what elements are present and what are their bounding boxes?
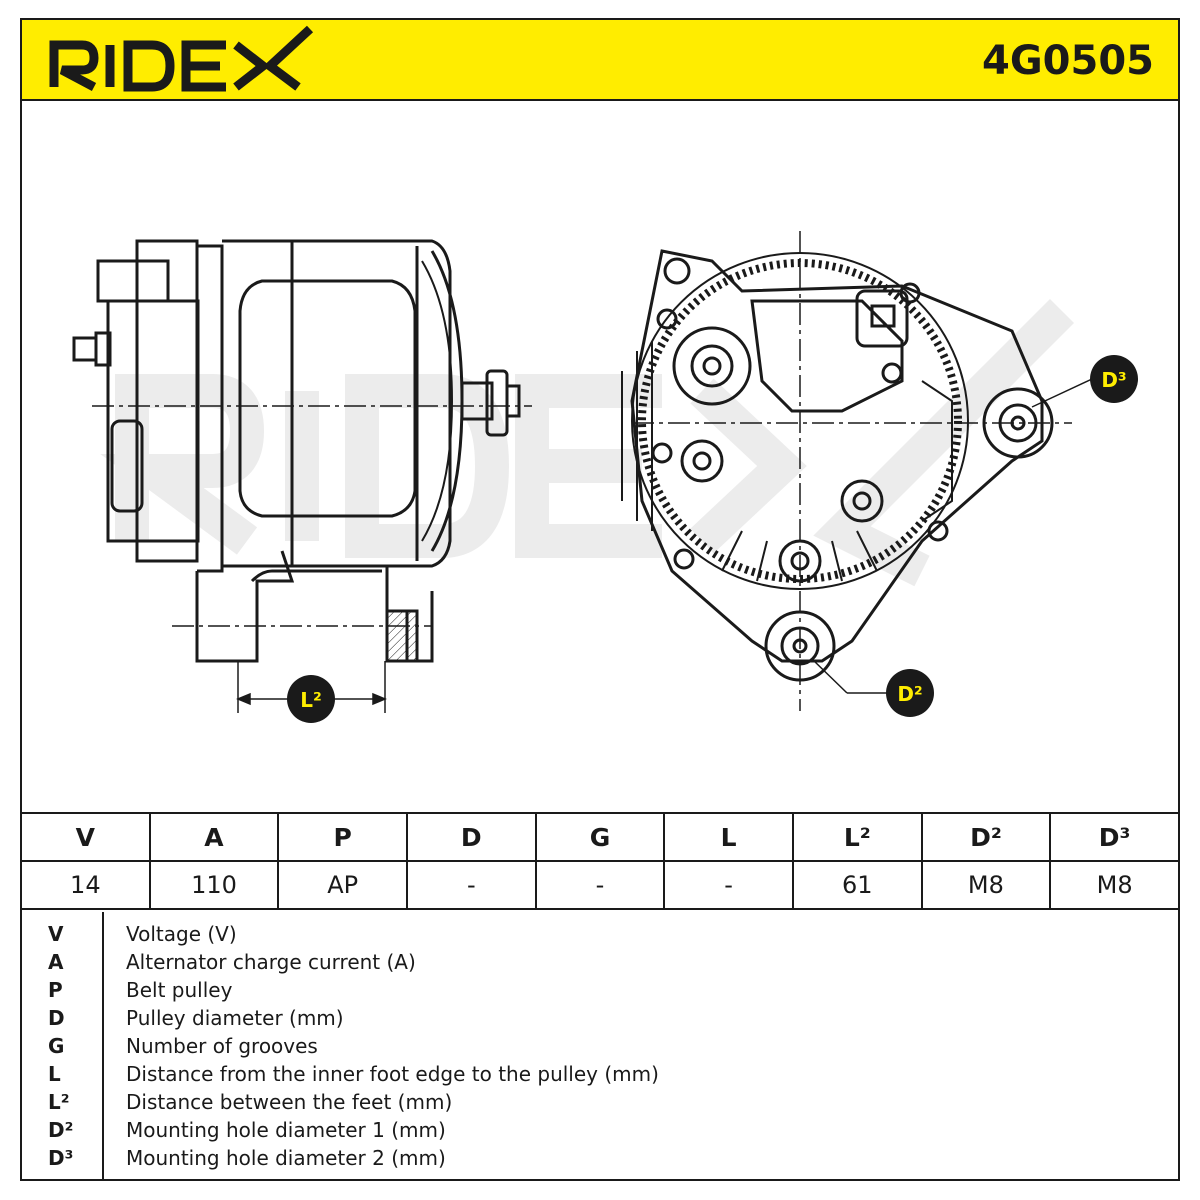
legend-item: A Alternator charge current (A) (22, 948, 1178, 976)
legend-key: D² (48, 1118, 74, 1142)
legend-key: L (48, 1062, 61, 1086)
d3-leader (1031, 378, 1093, 408)
legend: V Voltage (V) A Alternator charge curren… (20, 912, 1180, 1181)
alternator-rear-view (621, 249, 1054, 682)
legend-desc: Number of grooves (126, 1034, 318, 1058)
header-bar: 4G0505 (20, 18, 1180, 101)
svg-text:D²: D² (897, 682, 922, 706)
spec-header-cell: G (534, 812, 666, 862)
legend-item: G Number of grooves (22, 1032, 1178, 1060)
legend-item: V Voltage (V) (22, 920, 1178, 948)
spec-value-cell: - (405, 860, 537, 910)
spec-value-cell: AP (277, 860, 408, 910)
spec-header-cell: L² (791, 812, 923, 862)
spec-value-cell: - (663, 860, 794, 910)
side-centerlines (92, 405, 532, 627)
spec-value-cell: M8 (1049, 860, 1180, 910)
l2-badge: L² (287, 675, 335, 723)
legend-item: D² Mounting hole diameter 1 (mm) (22, 1116, 1178, 1144)
d2-leader (811, 658, 888, 694)
spec-value-cell: 110 (148, 860, 280, 910)
ridex-logo (49, 25, 314, 92)
spec-header-cell: L (663, 812, 794, 862)
d3-badge: D³ (1090, 355, 1138, 403)
spec-value-cell: - (534, 860, 666, 910)
legend-desc: Mounting hole diameter 2 (mm) (126, 1146, 446, 1170)
spec-header-cell: D (405, 812, 537, 862)
legend-desc: Pulley diameter (mm) (126, 1006, 344, 1030)
spec-value-cell: M8 (920, 860, 1052, 910)
spec-header-cell: P (277, 812, 408, 862)
alternator-side-view (72, 239, 521, 663)
spec-value-cell: 61 (791, 860, 923, 910)
legend-key: D (48, 1006, 65, 1030)
spec-header-cell: V (20, 812, 151, 862)
spec-header-cell: D² (920, 812, 1052, 862)
ridex-watermark (100, 298, 1075, 587)
d2-badge: D² (886, 669, 934, 717)
legend-desc: Voltage (V) (126, 922, 237, 946)
legend-item: D³ Mounting hole diameter 2 (mm) (22, 1144, 1178, 1172)
spec-table-header-row: V A P D G L L² D² D³ (20, 812, 1180, 862)
rear-centerlines (632, 231, 1072, 711)
legend-divider (102, 912, 104, 1179)
legend-item: L Distance from the inner foot edge to t… (22, 1060, 1178, 1088)
legend-item: L² Distance between the feet (mm) (22, 1088, 1178, 1116)
legend-item: P Belt pulley (22, 976, 1178, 1004)
legend-item: D Pulley diameter (mm) (22, 1004, 1178, 1032)
spec-table: V A P D G L L² D² D³ 14 110 AP - - - 61 … (20, 812, 1180, 910)
spec-value-cell: 14 (20, 860, 151, 910)
legend-key: D³ (48, 1146, 74, 1170)
legend-desc: Belt pulley (126, 978, 233, 1002)
svg-text:L²: L² (300, 688, 322, 712)
legend-key: V (48, 922, 64, 946)
legend-desc: Alternator charge current (A) (126, 950, 416, 974)
legend-desc: Distance between the feet (mm) (126, 1090, 453, 1114)
legend-key: G (48, 1034, 65, 1058)
legend-key: A (48, 950, 64, 974)
legend-desc: Distance from the inner foot edge to the… (126, 1062, 659, 1086)
spec-header-cell: A (148, 812, 280, 862)
legend-key: L² (48, 1090, 70, 1114)
alternator-drawing: L² (72, 231, 1138, 723)
svg-text:D³: D³ (1101, 368, 1126, 392)
legend-key: P (48, 978, 63, 1002)
spec-header-cell: D³ (1049, 812, 1180, 862)
part-number: 4G0505 (982, 38, 1154, 84)
spec-table-value-row: 14 110 AP - - - 61 M8 M8 (20, 860, 1180, 910)
legend-desc: Mounting hole diameter 1 (mm) (126, 1118, 446, 1142)
